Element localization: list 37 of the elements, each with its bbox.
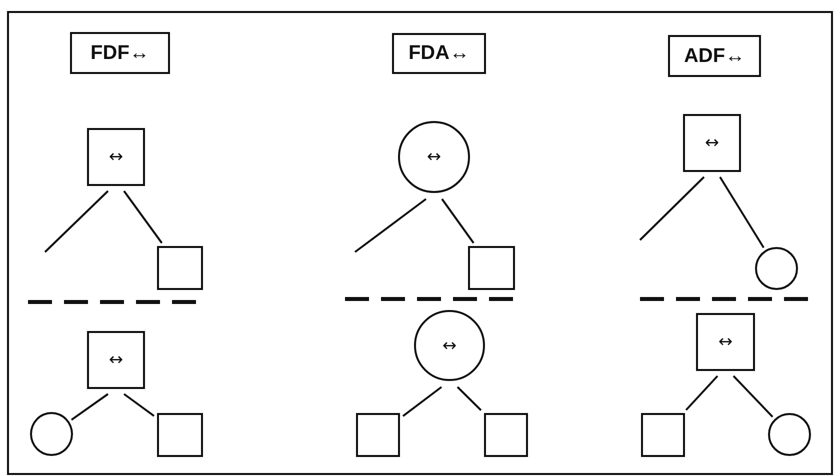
relation-symbol: ↔	[718, 332, 733, 352]
square-node	[683, 114, 741, 172]
connector-line	[456, 386, 482, 411]
heading-box	[70, 32, 170, 74]
heading-label: FDF↔	[90, 42, 150, 64]
heading-label: ADF↔	[684, 44, 746, 68]
heading-box	[668, 35, 761, 77]
circle-node	[768, 413, 811, 456]
square-node	[157, 413, 203, 457]
connector-line	[719, 176, 764, 248]
circle-node	[30, 412, 73, 456]
relation-symbol: ↔	[442, 336, 457, 356]
relation-symbol: ↔	[108, 350, 124, 370]
heading-box	[392, 33, 486, 74]
connector-line	[732, 375, 774, 418]
relation-symbol: ↔	[426, 147, 442, 167]
circle-node	[755, 247, 798, 290]
connector-line	[123, 393, 155, 417]
connector-line	[441, 198, 474, 244]
square-node	[356, 413, 400, 457]
relation-symbol: ↔	[704, 133, 720, 153]
connector-line	[685, 375, 718, 411]
square-node	[87, 128, 145, 186]
square-node	[157, 246, 203, 290]
square-node	[641, 413, 685, 457]
relation-symbol: ↔	[108, 147, 124, 167]
square-node	[87, 331, 145, 389]
connector-line	[639, 176, 705, 241]
heading-label: FDA↔	[408, 42, 470, 65]
connector-line	[123, 190, 163, 244]
connector-line	[402, 386, 442, 417]
connector-line	[44, 190, 109, 253]
square-node	[468, 246, 515, 290]
square-node	[484, 413, 528, 457]
connector-line	[354, 198, 427, 253]
square-node	[696, 313, 755, 371]
connector-line	[70, 393, 109, 421]
